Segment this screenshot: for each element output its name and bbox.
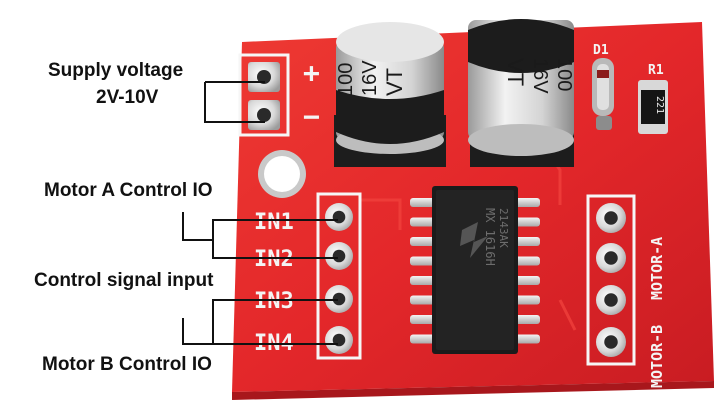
chip-right-pin-8 — [514, 334, 540, 344]
cap-left-voltage: 16V — [359, 60, 381, 96]
chip-left-pin-7 — [410, 315, 436, 324]
supply-voltage-label: Supply voltage — [48, 60, 184, 81]
chip-right-pin-4 — [514, 256, 540, 266]
motor-hole-3 — [604, 293, 618, 307]
in3-label: IN3 — [254, 289, 294, 314]
plus-mark: + — [303, 56, 320, 89]
in1-label: IN1 — [254, 210, 294, 235]
cap-left-value: 100 — [335, 63, 357, 96]
motor-hole-4 — [604, 335, 618, 349]
d1-label: D1 — [593, 43, 609, 58]
chip-left-pin-8 — [410, 334, 436, 344]
chip-left-pin-3 — [410, 237, 436, 246]
supply-range-label: 2V-10V — [96, 87, 159, 108]
motor-header: MOTOR-A MOTOR-B — [586, 194, 666, 388]
chip-right-pin-1 — [514, 198, 540, 207]
motor-b-label: MOTOR-B — [648, 325, 666, 388]
in2-label: IN2 — [254, 247, 294, 272]
motor-hole-2 — [604, 251, 618, 265]
cap-left-brand: VT — [382, 68, 407, 96]
chip-left-pin-2 — [410, 217, 436, 227]
cap-right-voltage: 16V — [529, 58, 551, 94]
control-signal-callout: Control signal input — [34, 270, 214, 291]
in-hole-3 — [332, 292, 346, 306]
minus-mark: − — [303, 100, 320, 133]
chip-right-pin-2 — [514, 217, 540, 227]
chip-logo — [460, 222, 488, 258]
motor-a-label: MOTOR-A — [648, 237, 666, 300]
chip-left-pin-5 — [410, 276, 436, 285]
resistor-code: 221 — [654, 96, 665, 114]
callout-lines — [182, 81, 338, 345]
motor-hole-1 — [604, 211, 618, 225]
motor-b-callout: Motor B Control IO — [42, 354, 212, 375]
cap-right-brand: VT — [503, 58, 528, 86]
r1-label: R1 — [648, 63, 664, 78]
in-hole-2 — [332, 249, 346, 263]
resistor-r1: R1 221 — [638, 63, 668, 134]
chip-right-pin-5 — [514, 276, 540, 285]
diode-d1: D1 — [592, 43, 614, 130]
driver-chip: MX 1616H 2143AK — [410, 186, 540, 354]
chip-marking-2: 2143AK — [497, 208, 510, 248]
chip-left-pin-4 — [410, 256, 436, 266]
capacitor-right: 100 16V VT — [468, 19, 575, 167]
chip-left-pin-6 — [410, 295, 436, 305]
chip-right-pin-3 — [514, 237, 540, 246]
motor-a-callout: Motor A Control IO — [44, 180, 213, 201]
chip-marking-1: MX 1616H — [483, 208, 497, 266]
chip-right-pin-6 — [514, 295, 540, 305]
cap-right-value: 100 — [553, 58, 575, 91]
chip-right-pin-7 — [514, 315, 540, 324]
capacitor-left: 100 16V VT — [334, 22, 446, 167]
in-hole-1 — [332, 210, 346, 224]
chip-left-pin-1 — [410, 198, 436, 207]
